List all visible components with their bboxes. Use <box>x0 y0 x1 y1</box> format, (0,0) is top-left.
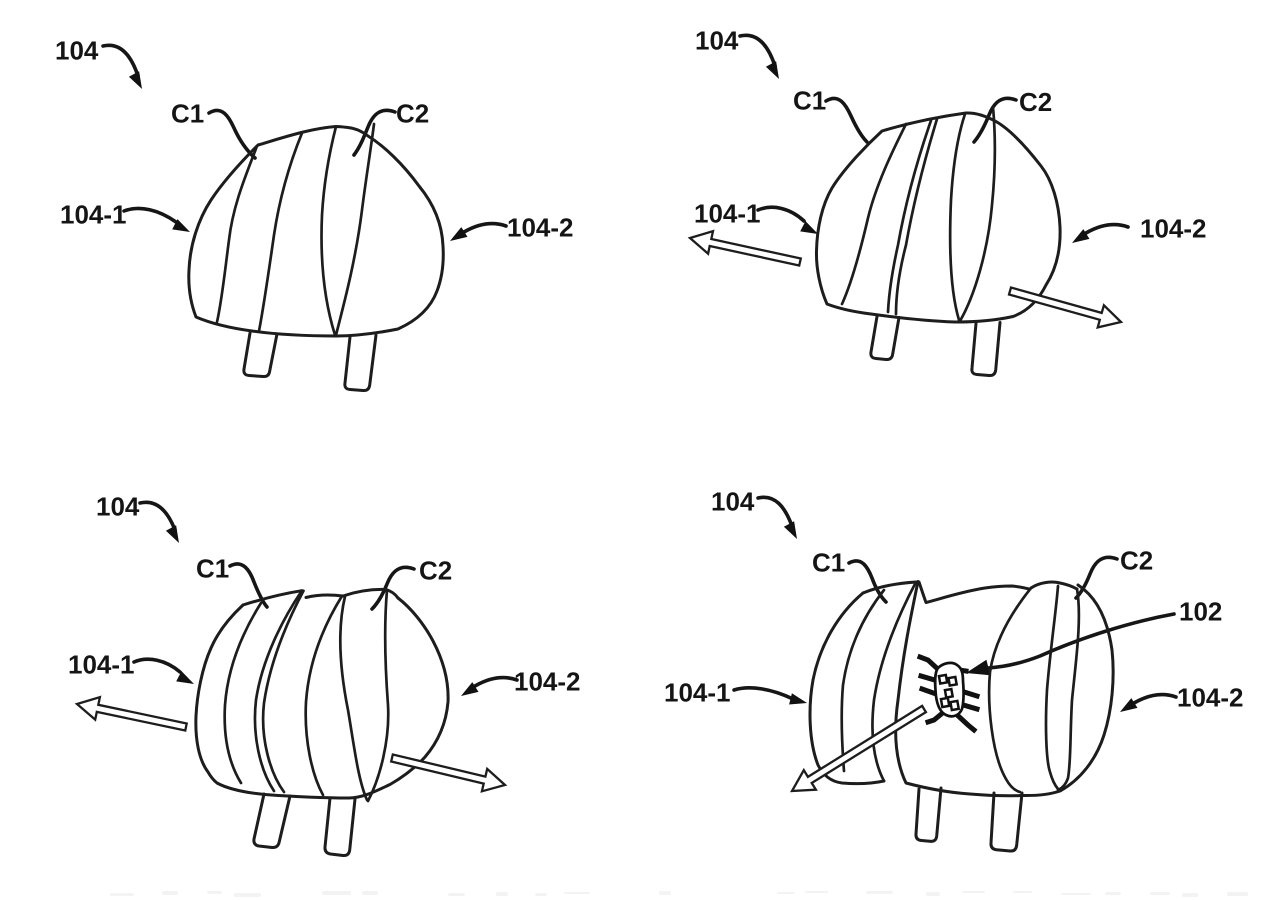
svg-text:C1: C1 <box>812 548 845 578</box>
svg-text:C2: C2 <box>396 99 429 129</box>
svg-text:104: 104 <box>695 26 739 56</box>
svg-text:C1: C1 <box>793 86 826 116</box>
svg-text:104: 104 <box>711 487 755 517</box>
svg-text:104-2: 104-2 <box>1140 214 1207 244</box>
svg-text:104-2: 104-2 <box>514 667 581 697</box>
svg-text:C2: C2 <box>1120 546 1153 576</box>
svg-text:C2: C2 <box>1019 87 1052 117</box>
svg-text:102: 102 <box>1179 597 1222 627</box>
svg-text:104-2: 104-2 <box>1177 683 1244 713</box>
svg-text:104: 104 <box>55 36 99 66</box>
svg-text:104: 104 <box>96 492 140 522</box>
svg-text:104-1: 104-1 <box>68 650 135 680</box>
svg-text:C2: C2 <box>419 556 452 586</box>
svg-text:104-1: 104-1 <box>60 200 127 230</box>
svg-text:C1: C1 <box>171 99 204 129</box>
svg-text:104-2: 104-2 <box>507 213 574 243</box>
svg-text:C1: C1 <box>196 554 229 584</box>
svg-text:104-1: 104-1 <box>664 678 731 708</box>
svg-text:104-1: 104-1 <box>694 199 761 229</box>
